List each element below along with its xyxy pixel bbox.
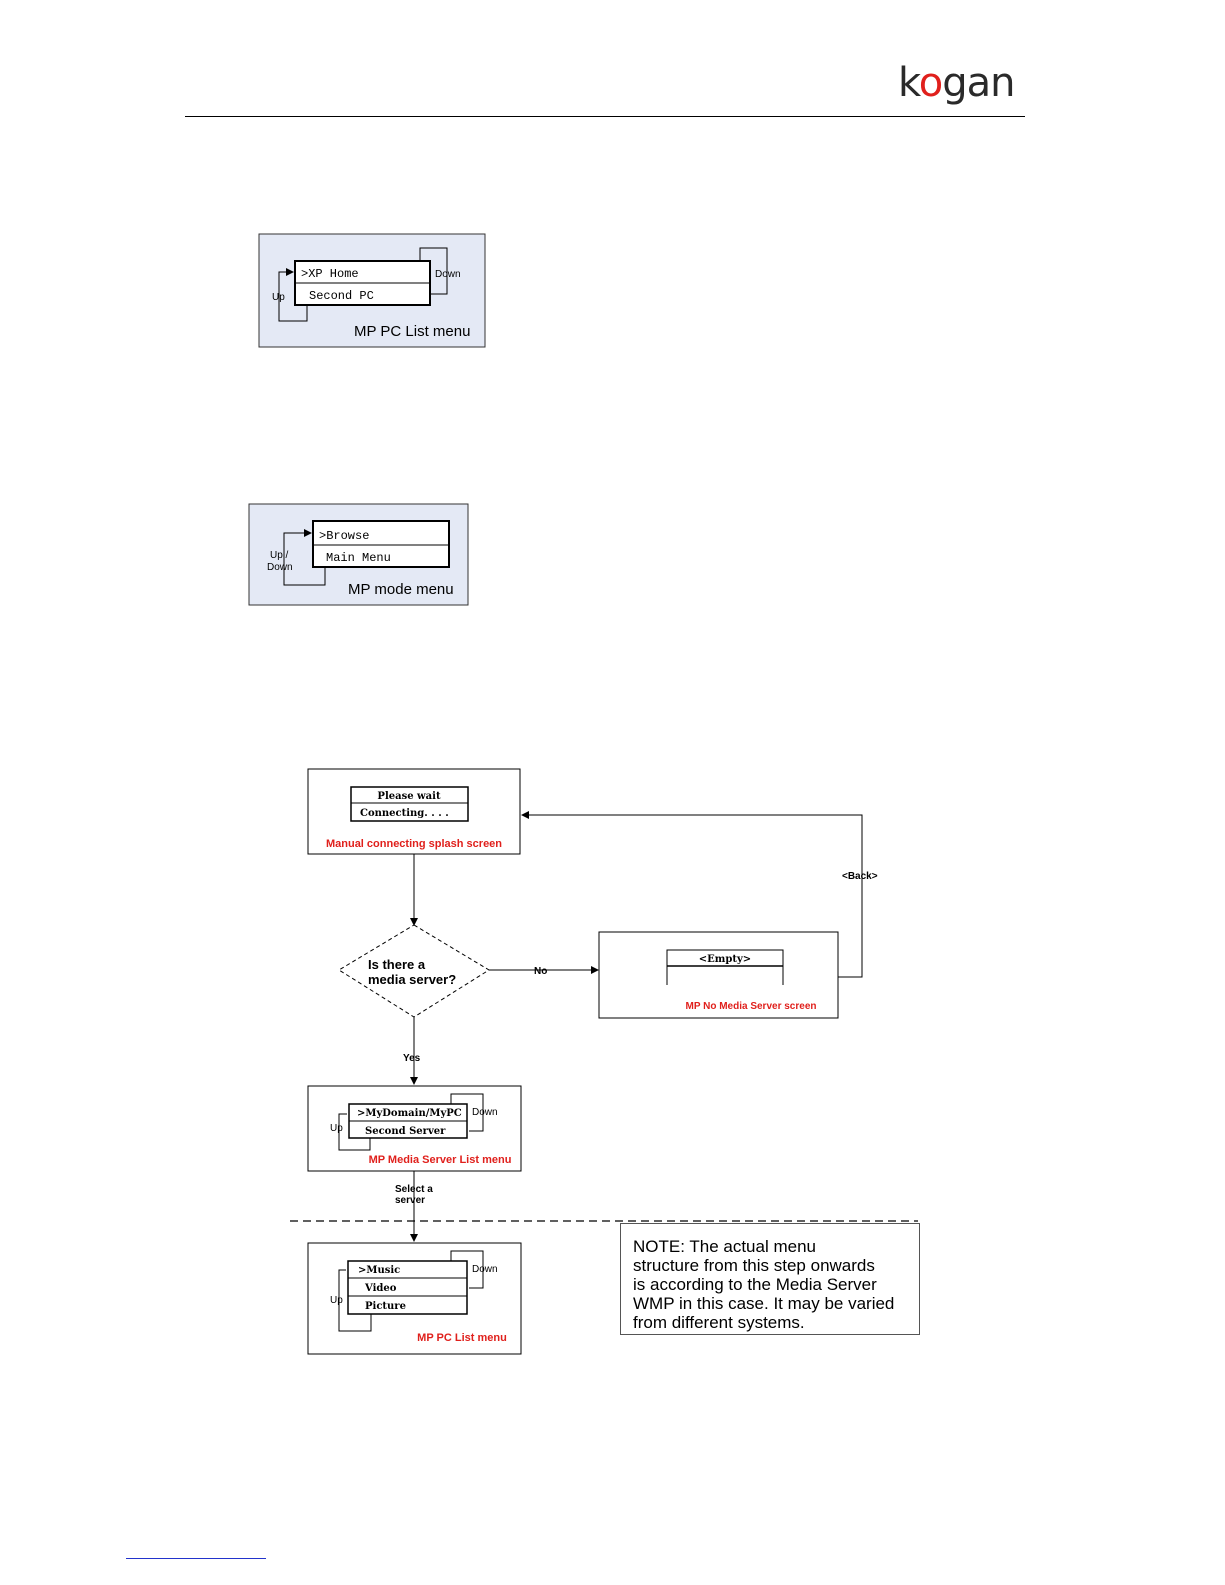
header-rule [185,116,1025,117]
server-list-box: >MyDomain/MyPC Second Server Down Up MP … [307,1085,522,1172]
mode-menu-caption: MP mode menu [348,581,454,598]
pc-list-item-1: >XP Home [301,267,359,281]
server-item-1: >MyDomain/MyPC [357,1108,462,1119]
decision-diamond: Is there a media server? [338,924,490,1018]
server-item-2: Second Server [365,1126,446,1137]
server-up-label: Up [330,1123,343,1134]
pc-item-music: >Music [358,1265,400,1276]
media-pc-list-box: >Music Video Picture Down Up MP PC List … [307,1242,522,1355]
note-line-4: WMP in this case. It may be varied [633,1294,895,1313]
up-label: Up [272,292,285,303]
note-line-2: structure from this step onwards [633,1256,875,1275]
decision-line-2: media server? [368,972,456,987]
updown-label-1: Up / [270,550,289,561]
pc-list-diagram: >XP Home Second PC Down Up MP PC List me… [258,233,486,348]
note-line-5: from different systems. [633,1313,805,1332]
back-arrow [521,811,863,978]
empty-caption: MP No Media Server screen [686,1001,817,1012]
no-media-server-box: <Empty> MP No Media Server screen [598,931,839,1019]
note-line-1: NOTE: The actual menu [633,1237,816,1256]
no-label: No [534,966,547,977]
empty-text: <Empty> [699,954,751,965]
yes-label: Yes [403,1053,421,1064]
server-down-label: Down [472,1107,498,1118]
decision-line-1: Is there a [368,957,426,972]
pc-list-caption: MP PC List menu [354,323,470,340]
pc-down-label: Down [472,1264,498,1275]
splash-line-2: Connecting. . . . [360,808,449,819]
mode-menu-diagram: >Browse Main Menu Up / Down MP mode menu [248,503,469,606]
splash-screen-box: Please wait Connecting. . . . Manual con… [307,768,521,855]
select-label-1: Select a [395,1184,433,1195]
pc-item-video: Video [364,1283,397,1294]
mode-item-1: >Browse [319,529,369,543]
pc-list-item-2: Second PC [309,289,374,303]
updown-label-2: Down [267,562,293,573]
kogan-logo: kogan [898,60,1016,106]
pc-list-caption-bottom: MP PC List menu [417,1332,507,1344]
mode-item-2: Main Menu [326,551,391,565]
note-line-3: is according to the Media Server [633,1275,877,1294]
footer-link-underline [126,1558,266,1559]
down-label: Down [435,269,461,280]
pc-up-label: Up [330,1295,343,1306]
select-label-2: server [395,1195,425,1206]
splash-caption: Manual connecting splash screen [326,838,502,850]
server-list-caption: MP Media Server List menu [369,1154,512,1166]
pc-item-picture: Picture [365,1301,406,1312]
note-box: NOTE: The actual menu structure from thi… [620,1223,920,1335]
splash-line-1: Please wait [377,791,441,802]
back-label: <Back> [842,871,878,882]
